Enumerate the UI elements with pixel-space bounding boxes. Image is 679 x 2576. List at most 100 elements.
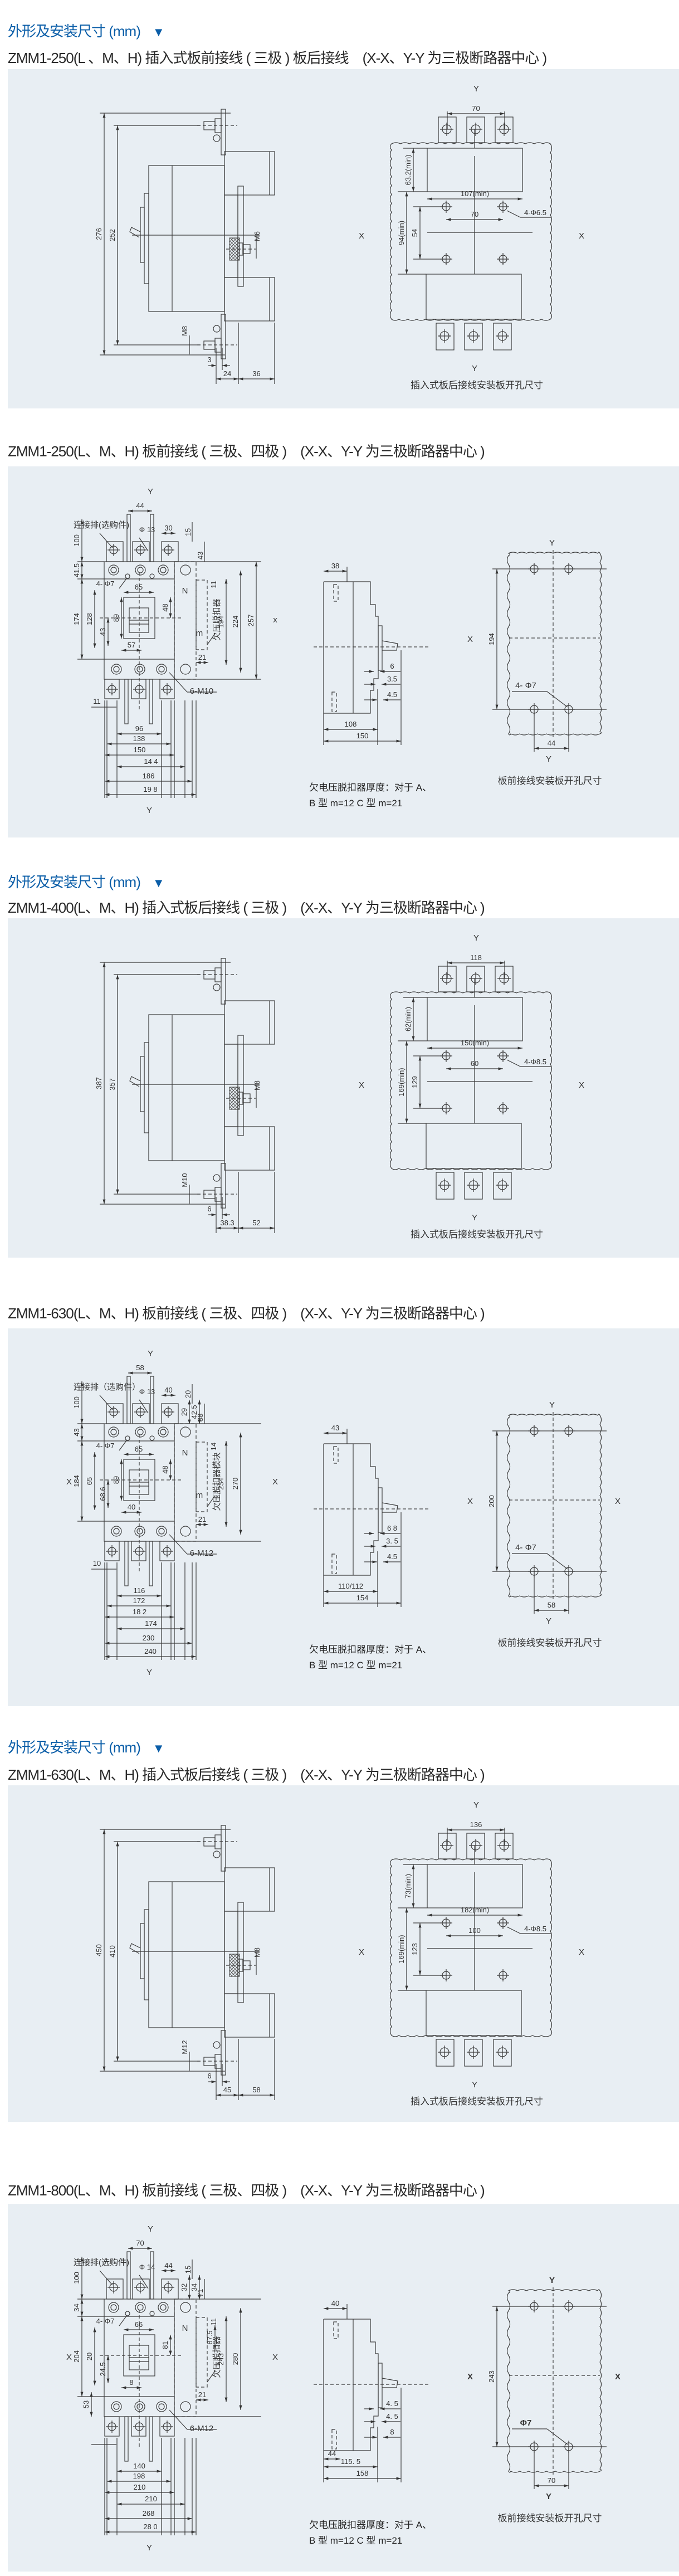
lower-screw	[213, 325, 221, 333]
opening-span-dim-label: 169(min)	[397, 1935, 406, 1963]
base-rail	[237, 186, 244, 287]
terminal-span-dim-label: 357	[108, 1078, 116, 1090]
mounting-plate-outline	[506, 2289, 602, 2473]
right-dim-label: 257	[247, 615, 255, 627]
terminal-screw-inner	[110, 567, 117, 573]
terminal-spec-label: 6-M12	[190, 2424, 214, 2433]
hole-spec-label: 4-Φ8.5	[524, 1925, 546, 1933]
left-dim-label: 204	[72, 2350, 81, 2363]
hole-spec-label: 4- Φ7	[515, 1543, 536, 1552]
extra-dim-label: 32	[180, 2283, 188, 2291]
left-dim-label: 20	[85, 2353, 94, 2360]
side-top-dim-label: 40	[331, 2299, 339, 2307]
left-dim-label: 43	[72, 1428, 81, 1436]
bottom-dim-label: 240	[144, 1647, 157, 1655]
axis-x-label: X	[272, 1477, 278, 1487]
depth-1-dim-label: 45	[223, 2086, 231, 2094]
uv-thickness-note: 欠电压脱扣器厚度：对于 A、	[309, 2520, 432, 2530]
connector-bar-tab	[106, 2278, 124, 2300]
axis-y-label: Y	[146, 806, 152, 815]
terminal-screw	[108, 564, 119, 576]
bottom-dim-label: 172	[133, 1596, 145, 1605]
triangle-down-icon: ▼	[152, 876, 165, 890]
handle-offset-dim-label: 81	[161, 2341, 169, 2349]
handle-lever	[129, 227, 141, 238]
cutout-caption: 板前接线安装板开孔尺寸	[498, 1638, 602, 1648]
mid-thread-label: M8	[253, 1947, 261, 1957]
hole-spec-label: 4-Φ8.5	[524, 1058, 546, 1066]
axis-x-label: X	[579, 1080, 584, 1090]
terminal-screw	[111, 664, 122, 675]
left-dim-label: 89	[112, 614, 120, 622]
bottom-dim-label: 140	[133, 2462, 145, 2470]
section-header: 外形及安装尺寸 (mm)▼	[8, 20, 165, 41]
leader-line	[506, 1926, 521, 1934]
bottom-dim-label: 28 0	[143, 2523, 157, 2531]
mounting-plate-outline	[389, 142, 553, 321]
side-profile	[323, 1443, 379, 1576]
breaker-body	[148, 1881, 225, 2028]
connector-bar-tab	[104, 679, 120, 699]
terminal-span-dim-label: 252	[108, 229, 116, 241]
mid-thread-label: M6	[253, 231, 261, 241]
opening-width-dim-label: 107(min)	[461, 189, 489, 198]
leader-line	[169, 672, 188, 693]
cutout-caption: 板前接线安装板开孔尺寸	[498, 776, 602, 786]
uv-thickness-note: 欠电压脱扣器厚度：对于 A、	[309, 782, 432, 793]
hole-pitch-dim-label: 60	[471, 1059, 478, 1068]
leader-line	[119, 2315, 128, 2326]
right-dim-label: 280	[231, 2353, 240, 2365]
overall-height-dim-label: 276	[95, 228, 103, 240]
axis-y-label: Y	[473, 933, 479, 943]
hole-spec-label: Φ7	[520, 2418, 532, 2428]
extra-dim-label: 29	[180, 1408, 188, 1416]
n-terminal	[180, 1426, 191, 1438]
leader-line	[506, 210, 521, 218]
top-pitch-dim-label: 44	[136, 501, 144, 510]
side-depth-dim-label: 110/112	[338, 1582, 363, 1590]
side-top-dim-label: 43	[331, 1424, 339, 1432]
hidden-terminal	[333, 584, 339, 602]
terminal-screw-inner	[110, 1429, 117, 1435]
lower-bracket	[221, 2030, 226, 2076]
bottom-dim-label: 230	[143, 1634, 155, 1642]
left-dim-label: 89	[112, 1476, 120, 1484]
hole-vertical-dim-label: 54	[411, 229, 419, 237]
step-dim-label: 6	[390, 662, 394, 670]
terminal-screw	[134, 2401, 145, 2412]
side-profile	[323, 581, 379, 714]
depth-2-dim-label: 36	[252, 369, 260, 378]
terminal-screw	[111, 2401, 122, 2412]
section-title: ZMM1-630(L、M、H) 插入式板后接线 ( 三极 ) (X-X、Y-Y …	[8, 1766, 485, 1783]
connector-bar-tab	[106, 1403, 124, 1424]
hole-vertical-dim-label: 123	[411, 1943, 419, 1955]
handle-lever	[382, 2378, 398, 2388]
axis-x-label: X	[359, 1080, 364, 1090]
step-dim-label: 6 8	[387, 1524, 397, 1532]
uv-release-outline	[196, 2317, 208, 2388]
uv-thickness-note: 欠电压脱扣器厚度：对于 A、	[309, 1644, 432, 1655]
tab-width-dim-label: 30	[164, 524, 172, 532]
conductor-hole-label: Φ 13	[139, 1387, 155, 1396]
breaker-body	[148, 1014, 225, 1161]
bottom-dim-label: 14 4	[144, 757, 158, 766]
window-width-dim-label: 66	[135, 2320, 143, 2329]
tab-height-label: 71	[196, 2289, 204, 2297]
conductor-bar	[149, 1541, 153, 1586]
handle-offset-dim-label: 48	[161, 603, 169, 611]
terminal-screw-inner	[113, 2403, 120, 2410]
uv-release-outline	[196, 1442, 208, 1512]
connector-label: 连接排（选购件）	[74, 1382, 140, 1392]
bottom-dim-label: 150	[134, 746, 146, 754]
axis-y-label: Y	[549, 538, 555, 548]
leader-line	[99, 1395, 113, 1410]
axis-y-label: Y	[146, 2543, 152, 2553]
opening-width-dim-label: 150(min)	[461, 1039, 489, 1047]
terminal-spec-label: 6-M12	[190, 1548, 214, 1558]
terminal-tab	[493, 1172, 512, 1200]
step-dim-label: 8	[390, 2428, 394, 2436]
terminal-tab	[436, 2039, 455, 2067]
